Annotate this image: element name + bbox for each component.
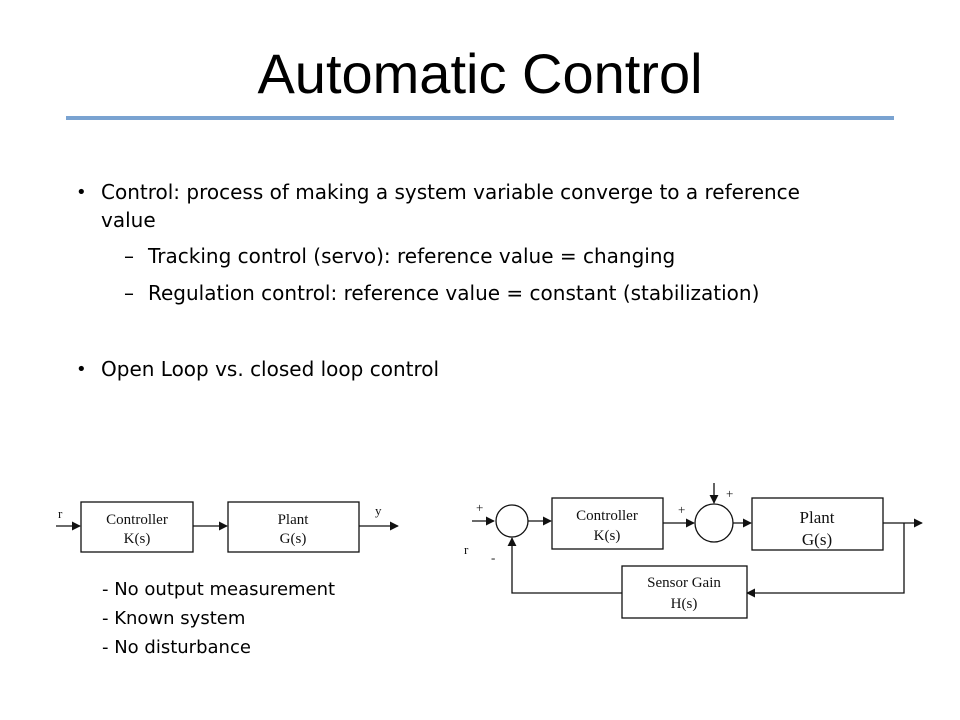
cl-controller-block	[551, 497, 664, 550]
ol-controller-line1: Controller	[106, 512, 168, 528]
bullet-dot-1: •	[76, 182, 87, 203]
dash-2: –	[124, 281, 134, 305]
ol-input-label: r	[58, 506, 63, 521]
cl-plant-block	[751, 497, 884, 551]
cl-sensor-block	[621, 565, 748, 619]
ol-output-label: y	[375, 503, 382, 518]
cl-sum1-plus: +	[476, 500, 483, 515]
ol-plant-line2: G(s)	[280, 531, 307, 547]
cl-sum2-plus-top: +	[726, 486, 733, 501]
bullet-open-vs-closed: Open Loop vs. closed loop control	[101, 357, 440, 381]
bullet-1-line-2: value	[101, 208, 156, 232]
bullet-dot-2: •	[76, 359, 87, 380]
cl-summing-junction-1	[495, 504, 529, 538]
note-known-system: - Known system	[102, 608, 246, 629]
ol-plant-block	[227, 501, 360, 553]
cl-input-label: r	[464, 542, 469, 557]
cl-controller-line2: K(s)	[594, 528, 621, 544]
cl-feedback-line-out	[746, 523, 905, 598]
cl-sum2-plus-left: +	[678, 502, 685, 517]
closed-loop-diagram: r + - Controller K(s) + + Plant G(s) Sen…	[464, 483, 923, 619]
slide-title: Automatic Control	[257, 42, 703, 105]
title-underline	[66, 116, 894, 120]
cl-sum1-minus: -	[491, 550, 495, 565]
cl-feedback-line-in	[507, 537, 622, 594]
cl-plant-line1: Plant	[800, 508, 835, 527]
open-loop-diagram: r Controller K(s) Plant G(s) y	[56, 501, 399, 553]
ol-controller-line2: K(s)	[124, 531, 151, 547]
sub-bullet-tracking: Tracking control (servo): reference valu…	[148, 244, 676, 268]
cl-summing-junction-2	[694, 503, 734, 543]
ol-plant-line1: Plant	[278, 512, 310, 528]
bullet-1-line-1: Control: process of making a system vari…	[101, 180, 800, 204]
dash-1: –	[124, 244, 134, 268]
cl-controller-line1: Controller	[576, 508, 638, 524]
cl-sensor-line2: H(s)	[671, 596, 698, 612]
note-no-disturbance: - No disturbance	[102, 637, 251, 658]
open-loop-notes: - No output measurement - Known system -…	[102, 575, 335, 662]
note-no-output-measurement: - No output measurement	[102, 579, 336, 600]
ol-controller-block	[80, 501, 194, 553]
cl-sensor-line1: Sensor Gain	[647, 575, 721, 591]
cl-plant-line2: G(s)	[802, 530, 832, 549]
sub-bullet-regulation: Regulation control: reference value = co…	[148, 281, 760, 305]
